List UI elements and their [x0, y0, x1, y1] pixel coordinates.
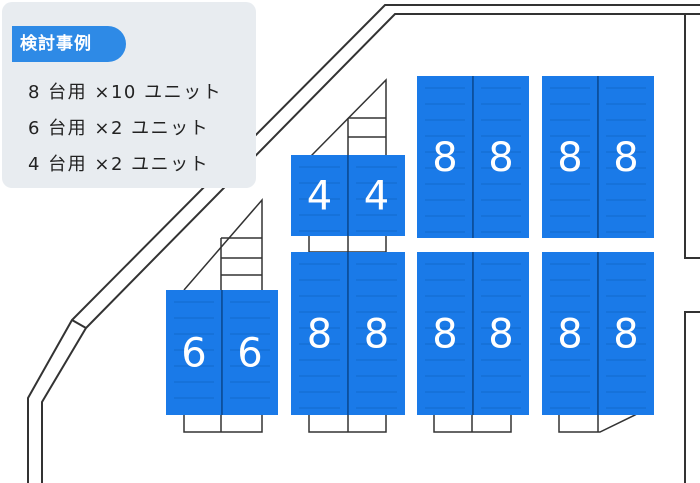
- legend-line-6: 6 台用 ×2 ユニット: [28, 118, 210, 139]
- unit-block: [473, 76, 529, 238]
- unit-label: 4: [364, 174, 389, 220]
- unit-block: [417, 76, 473, 238]
- unit-a1: 8: [417, 76, 474, 238]
- unit-block: [291, 252, 348, 415]
- unit-block: [542, 76, 598, 238]
- unit-label: 8: [613, 312, 638, 358]
- unit-label: 8: [613, 135, 638, 181]
- unit-block: [348, 252, 405, 415]
- unit-label: 6: [237, 331, 262, 377]
- unit-block: [291, 155, 348, 236]
- unit-a4: 8: [597, 76, 654, 238]
- site-boundary: [27, 4, 700, 483]
- unit-label: 8: [557, 312, 582, 358]
- unit-label: 8: [557, 135, 582, 181]
- unit-label: 4: [307, 174, 332, 220]
- unit-d2: 6: [221, 290, 278, 415]
- unit-d1: 6: [166, 290, 223, 415]
- ramp-outlines: [183, 78, 638, 433]
- legend-line-8: 8 台用 ×10 ユニット: [28, 82, 223, 103]
- unit-c1: 8: [291, 252, 349, 415]
- unit-c4: 8: [472, 252, 529, 415]
- legend-title: 検討事例: [12, 26, 126, 62]
- unit-block: [417, 252, 473, 415]
- unit-label: 6: [181, 331, 206, 377]
- unit-label: 8: [307, 312, 332, 358]
- unit-block: [598, 76, 654, 238]
- unit-b1: 4: [291, 155, 349, 236]
- unit-a3: 8: [542, 76, 599, 238]
- legend-line-4: 4 台用 ×2 ユニット: [28, 154, 210, 175]
- unit-label: 8: [432, 312, 457, 358]
- legend-panel: 検討事例 8 台用 ×10 ユニット 6 台用 ×2 ユニット 4 台用 ×2 …: [2, 2, 256, 188]
- unit-c3: 8: [417, 252, 474, 415]
- unit-label: 8: [488, 312, 513, 358]
- unit-label: 8: [488, 135, 513, 181]
- unit-label: 8: [364, 312, 389, 358]
- unit-c5: 8: [542, 252, 599, 415]
- unit-b2: 4: [347, 155, 405, 236]
- unit-block: [473, 252, 529, 415]
- unit-label: 8: [432, 135, 457, 181]
- unit-block: [542, 252, 598, 415]
- unit-block: [222, 290, 278, 415]
- unit-block: [348, 155, 405, 236]
- unit-block: [166, 290, 222, 415]
- unit-c6: 8: [597, 252, 654, 415]
- unit-c2: 8: [347, 252, 405, 415]
- unit-block: [598, 252, 654, 415]
- unit-a2: 8: [472, 76, 529, 238]
